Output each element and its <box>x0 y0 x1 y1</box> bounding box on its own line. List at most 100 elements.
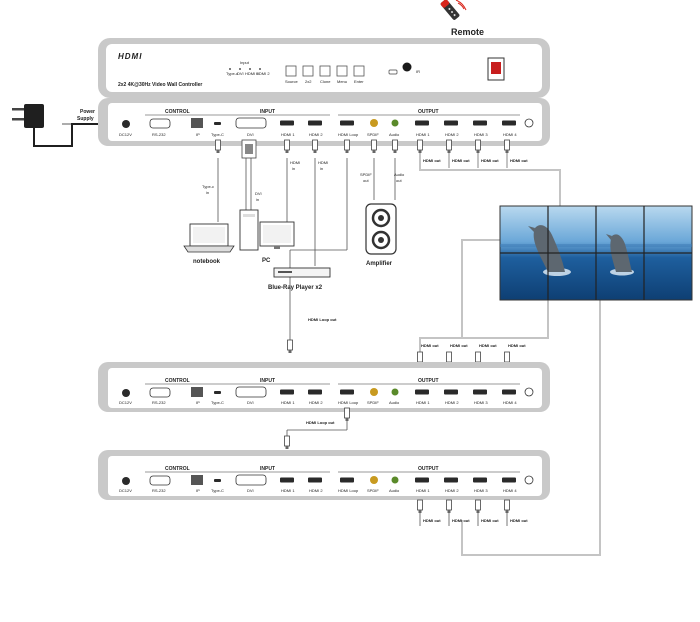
hdmi-out3-port <box>473 120 487 126</box>
unit3-hdmi-out-label-2: HDMI out <box>452 518 470 523</box>
port-label-audio: Audio <box>389 132 400 137</box>
power-label-1: Power <box>80 109 95 115</box>
rear-panel-unit-1: CONTROL INPUT OUTPUT DC12V RS-232 IP Typ… <box>98 98 550 146</box>
bluray-device <box>273 267 331 278</box>
rear-panel-unit-2: CONTROL INPUT OUTPUT DC12V RS-232 IP Typ… <box>98 362 550 412</box>
unit3-section-input: INPUT <box>260 466 275 472</box>
remote-control <box>440 0 467 20</box>
front-button-source[interactable] <box>285 65 297 77</box>
cable-label-dvi-1: DVI <box>255 191 262 196</box>
unit2-hdmi-out-label-2: HDMI out <box>450 343 468 348</box>
led-label-typec: Type-c <box>226 71 238 76</box>
notebook-device <box>183 223 235 253</box>
unit1-hdmi-out-label-1: HDMI out <box>423 158 441 163</box>
port-label-out4: HDMI 4 <box>503 132 517 137</box>
port-label-hdmi2: HDMI 2 <box>309 132 323 137</box>
u3-label-hdmi2: HDMI 2 <box>309 488 323 493</box>
u3-label-rs232: RS-232 <box>152 488 166 493</box>
u3-label-hdmi1: HDMI 1 <box>281 488 295 493</box>
controller-front-panel: HDMI 2x2 4K@30Hz Video Wall Controller I… <box>98 38 550 98</box>
output-cables-to-wall <box>419 153 601 556</box>
cable-label-spdif-2: out <box>363 178 369 183</box>
u2-label-audio: Audio <box>389 400 400 405</box>
port-label-out2: HDMI 2 <box>445 132 459 137</box>
u2-label-spdif: SPDIF <box>367 400 379 405</box>
dvi-port <box>235 117 267 129</box>
pc-device <box>239 209 295 251</box>
unit3-output-brackets <box>419 513 508 526</box>
cable-label-hdmi1-2: in <box>292 166 295 171</box>
u2-label-loop: HDMI Loop <box>338 400 359 405</box>
u3-label-dc: DC12V <box>119 488 132 493</box>
u2-label-ip: IP <box>196 400 200 405</box>
product-title: 2x2 4K@30Hz Video Wall Controller <box>118 82 202 88</box>
cable-label-hdmi2-1: HDMI <box>318 160 328 165</box>
section-control-label: CONTROL <box>165 109 190 115</box>
u3-label-out4: HDMI 4 <box>503 488 517 493</box>
unit1-input-plugs <box>215 139 398 159</box>
power-switch[interactable] <box>487 57 505 81</box>
unit3-section-output: OUTPUT <box>418 466 439 472</box>
u2-label-dvi: DVI <box>247 400 254 405</box>
hdmi-out4-port <box>502 120 516 126</box>
notebook-label: notebook <box>193 259 221 265</box>
led-row <box>229 68 261 70</box>
cable-label-hdmi2-2: in <box>320 166 323 171</box>
u2-label-out4: HDMI 4 <box>503 400 517 405</box>
u2-label-hdmi1: HDMI 1 <box>281 400 295 405</box>
unit3-section-control: CONTROL <box>165 466 190 472</box>
cable-label-dvi-2: in <box>256 197 259 202</box>
spdif-port <box>370 119 378 127</box>
u2-label-hdmi2: HDMI 2 <box>309 400 323 405</box>
hdmi1-in-port <box>280 120 294 126</box>
unit3-output-plugs <box>417 499 510 514</box>
front-button-2x2[interactable] <box>302 65 314 77</box>
front-button-enter[interactable] <box>353 65 365 77</box>
ir-label: IR <box>416 69 420 74</box>
video-wall-display <box>499 205 693 301</box>
led-label-hdmi1: HDMI 1 <box>245 71 259 76</box>
audio-port <box>391 119 399 127</box>
port-label-dvi: DVI <box>247 132 254 137</box>
cable-label-audio-1: Audio <box>394 172 405 177</box>
front-button-label-menu: Menu <box>337 79 347 84</box>
u2-label-out2: HDMI 2 <box>445 400 459 405</box>
u3-label-audio: Audio <box>389 488 400 493</box>
u2-label-typec: Type-C <box>211 400 224 405</box>
rear-panel-unit-3: CONTROL INPUT OUTPUT DC12V RS-232 IP Typ… <box>98 450 550 500</box>
front-button-clone[interactable] <box>319 65 331 77</box>
front-usb-port <box>388 69 398 75</box>
port-label-hdmi-loop: HDMI Loop <box>338 132 359 137</box>
cable-label-typec-2: in <box>206 190 209 195</box>
u3-label-ip: IP <box>196 488 200 493</box>
hdmi-out1-port <box>415 120 429 126</box>
unit2-hdmi-out-label-3: HDMI out <box>479 343 497 348</box>
u2-label-rs232: RS-232 <box>152 400 166 405</box>
port-label-spdif: SPDIF <box>367 132 379 137</box>
u3-label-out1: HDMI 1 <box>416 488 430 493</box>
u3-label-out3: HDMI 3 <box>474 488 488 493</box>
unit2-hdmi-out-label-1: HDMI out <box>421 343 439 348</box>
section-input-label: INPUT <box>260 109 275 115</box>
front-button-label-2x2: 2x2 <box>305 79 312 84</box>
unit1-hdmi-out-label-4: HDMI out <box>510 158 528 163</box>
ir-sensor <box>402 62 412 72</box>
rs232-port <box>149 118 171 129</box>
unit2-section-output: OUTPUT <box>418 378 439 384</box>
hdmi-loop-out-label-1: HDMI Loop out <box>308 317 337 322</box>
port-label-typec: Type-C <box>211 132 224 137</box>
unit1-hdmi-out-label-3: HDMI out <box>481 158 499 163</box>
front-button-menu[interactable] <box>336 65 348 77</box>
dc-port <box>122 120 130 128</box>
amplifier-device <box>365 203 397 255</box>
ground-terminal <box>524 118 534 128</box>
ip-port <box>191 118 203 128</box>
unit1-input-cables <box>217 158 396 348</box>
unit3-hdmi-out-label-3: HDMI out <box>481 518 499 523</box>
hdmi-loop-out-label-2: HDMI Loop out <box>306 420 335 425</box>
cable-label-typec-1: Type-c <box>202 184 214 189</box>
unit3-hdmi-out-label-1: HDMI out <box>423 518 441 523</box>
cable-label-hdmi1-1: HDMI <box>290 160 300 165</box>
pc-label: PC <box>262 258 271 264</box>
